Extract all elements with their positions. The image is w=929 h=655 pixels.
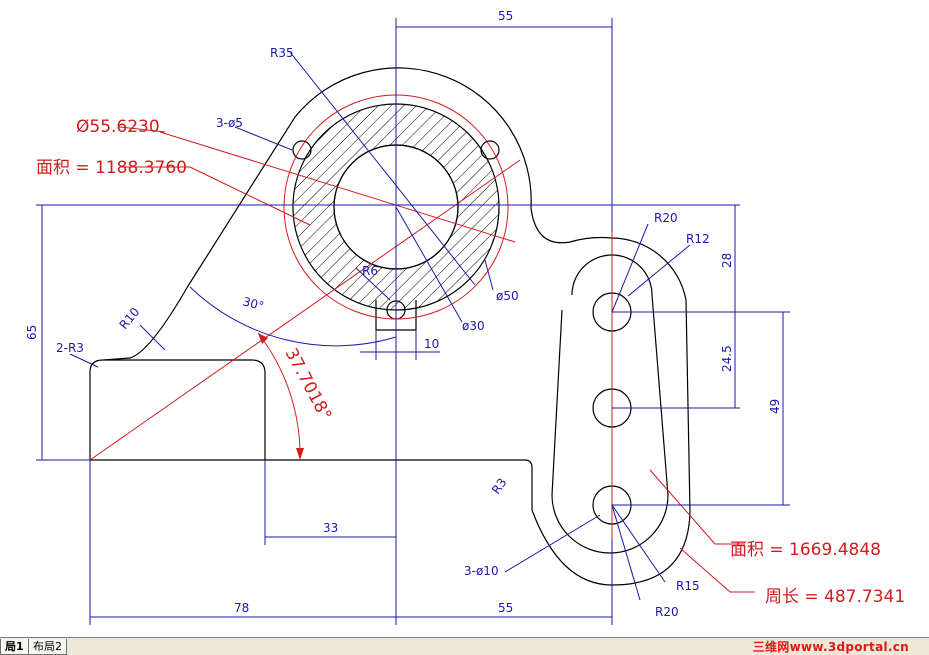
hole-5-left bbox=[292, 140, 312, 160]
dim-r15: R15 bbox=[676, 579, 700, 593]
angle-readout: 37.7018° bbox=[281, 345, 336, 424]
red-annotations bbox=[89, 75, 755, 615]
area-readout-2: 面积 = 1669.4848 bbox=[730, 540, 881, 560]
dim-2-r3: 2-R3 bbox=[56, 341, 84, 355]
boss-arc bbox=[294, 67, 532, 209]
left-arm-edge bbox=[187, 116, 296, 287]
dim-r3: R3 bbox=[489, 476, 510, 497]
dim-phi30: ø30 bbox=[462, 319, 485, 333]
dim-r12: R12 bbox=[686, 232, 710, 246]
dim-49: 49 bbox=[768, 399, 782, 414]
watermark: 三维网www.3dportal.cn bbox=[752, 640, 909, 654]
dim-30-deg: 30° bbox=[241, 294, 265, 313]
dim-3-phi5: 3-ø5 bbox=[216, 116, 243, 130]
slot-inner bbox=[551, 254, 669, 554]
tab-layout2[interactable]: 布局2 bbox=[28, 639, 67, 655]
r10-fillet bbox=[103, 285, 189, 361]
angle-arc bbox=[257, 332, 301, 461]
perimeter-readout: 周长 = 487.7341 bbox=[765, 587, 905, 607]
dim-r35: R35 bbox=[270, 46, 294, 60]
dim-65: 65 bbox=[25, 325, 39, 340]
dim-10: 10 bbox=[424, 337, 439, 351]
hole-5-right bbox=[480, 140, 500, 160]
dim-3-phi10: 3-ø10 bbox=[464, 564, 499, 578]
dim-78: 78 bbox=[234, 601, 249, 615]
dim-r6: R6 bbox=[362, 264, 378, 278]
dim-33: 33 bbox=[323, 521, 338, 535]
dim-r20-bottom: R20 bbox=[655, 605, 679, 619]
dim-28: 28 bbox=[720, 253, 734, 268]
cad-drawing: 55 55 78 33 10 65 28 24.5 49 R35 R6 R10 … bbox=[25, 9, 905, 625]
dim-24-5: 24.5 bbox=[720, 345, 734, 372]
dim-r10: R10 bbox=[117, 305, 143, 332]
tab-layout1[interactable]: 局1 bbox=[0, 639, 29, 655]
dim-r20-top: R20 bbox=[654, 211, 678, 225]
base-line bbox=[90, 459, 533, 510]
area-readout-1: 面积 = 1188.3760 bbox=[36, 158, 187, 178]
left-block bbox=[89, 359, 266, 460]
dim-55-top: 55 bbox=[498, 9, 513, 23]
part-outline bbox=[89, 67, 691, 586]
dim-phi50: ø50 bbox=[496, 289, 519, 303]
dim-55-bottom: 55 bbox=[498, 601, 513, 615]
dimension-lines bbox=[36, 18, 790, 625]
diameter-readout: Ø55.6230 bbox=[76, 117, 160, 137]
right-boss-bottom bbox=[530, 207, 691, 586]
